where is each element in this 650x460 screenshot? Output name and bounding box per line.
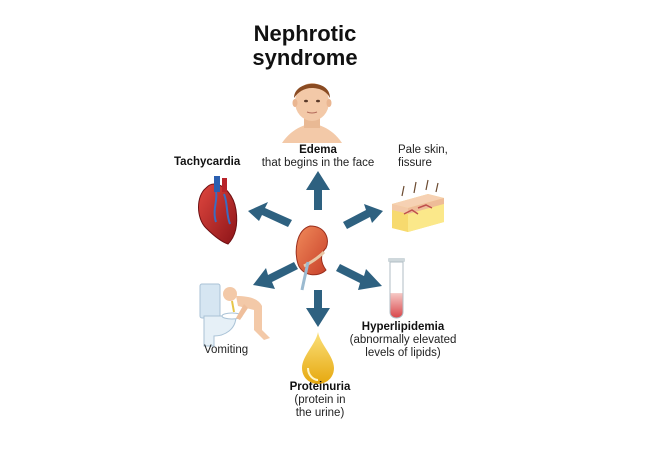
test-tube-icon [388, 258, 405, 319]
face-icon [282, 83, 342, 143]
pale-skin-line-1: Pale skin, [398, 144, 448, 156]
vomiting-heading: Vomiting [204, 344, 249, 356]
label-pale-skin: Pale skin, fissure [398, 144, 458, 170]
hyperlipidemia-heading: Hyperlipidemia [361, 321, 445, 333]
edema-heading: Edema [299, 144, 337, 156]
pale-skin-line-2: fissure [398, 157, 432, 169]
diagram-title: Nephrotic syndrome [230, 22, 380, 70]
arrow-down [306, 290, 330, 327]
hyperlipidemia-line-2: levels of lipids) [365, 347, 441, 359]
skin-layers-icon [392, 179, 444, 232]
proteinuria-line-2: the urine) [295, 407, 345, 419]
hyperlipidemia-line-1: (abnormally elevated [349, 334, 457, 346]
heart-icon [198, 176, 238, 245]
title-line-2: syndrome [252, 45, 358, 70]
label-hyperlipidemia: Hyperlipidemia (abnormally elevated leve… [338, 321, 468, 360]
proteinuria-line-1: (protein in [294, 394, 346, 406]
arrow-upper-left [248, 202, 292, 227]
urine-drop-icon [302, 332, 334, 384]
proteinuria-heading: Proteinuria [289, 381, 351, 393]
arrow-upper-right [343, 204, 383, 229]
kidney-icon [295, 225, 328, 291]
arrow-lower-left [253, 262, 298, 289]
label-tachycardia: Tachycardia [174, 156, 244, 169]
arrow-up [306, 171, 330, 210]
title-line-1: Nephrotic [253, 21, 357, 46]
tachycardia-heading: Tachycardia [174, 156, 241, 168]
label-proteinuria: Proteinuria (protein in the urine) [270, 381, 370, 420]
vomiting-person-icon [199, 283, 270, 347]
label-vomiting: Vomiting [204, 344, 274, 357]
arrow-lower-right [336, 264, 382, 290]
label-edema: Edema that begins in the face [248, 144, 388, 170]
edema-description: that begins in the face [261, 157, 375, 169]
